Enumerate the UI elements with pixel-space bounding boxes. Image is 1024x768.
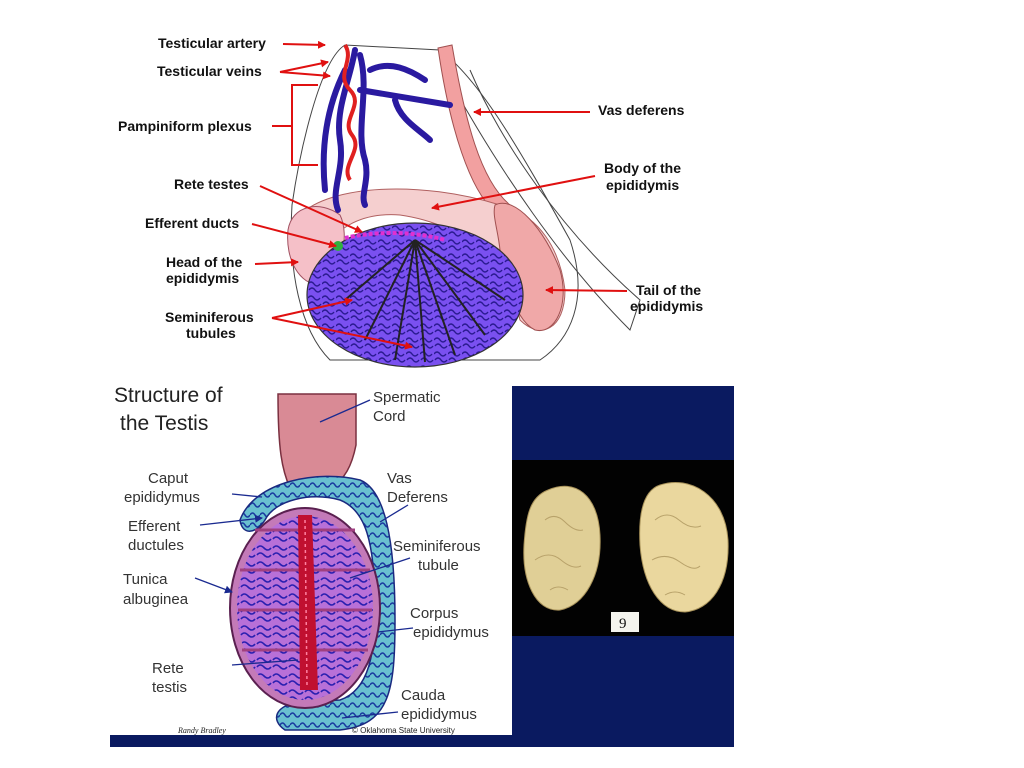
label-rete-line1: Rete (152, 660, 184, 677)
label-tail-epididymis-line1: Tail of the (636, 282, 701, 298)
pampiniform-veins (320, 47, 453, 213)
label-body-epididymis-line1: Body of the (604, 160, 681, 176)
label-rete-testes: Rete testes (174, 176, 249, 192)
label-efferent-line2: ductules (128, 537, 184, 554)
copyright-note: © Oklahoma State University (352, 726, 455, 735)
artist-signature: Randy Bradley (177, 726, 226, 735)
epididymis-tail (493, 202, 564, 331)
label-tunica-line2: albuginea (123, 591, 189, 608)
bottom-diagram: Structure of the Testis Spermatic Cord C… (110, 384, 734, 747)
label-tail-epididymis-line2: epididymis (630, 298, 703, 314)
tunica-outline-2 (454, 69, 641, 331)
label-vas-line1: Vas (387, 470, 412, 487)
label-cauda-line2: epididymus (401, 706, 477, 723)
left-testis-specimen (523, 485, 601, 611)
structure-title-line1: Structure of (114, 384, 223, 407)
label-corpus-line1: Corpus (410, 605, 458, 622)
seminiferous-tubules-mass (306, 222, 524, 368)
label-corpus-line2: epididymus (413, 624, 489, 641)
epididymis-band (239, 475, 396, 731)
label-spermatic-line1: Spermatic (373, 389, 441, 406)
label-body-epididymis-line2: epididymis (606, 177, 679, 193)
label-semi-line2: tubule (418, 557, 459, 574)
label-seminiferous-line1: Seminiferous (165, 309, 254, 325)
label-vas-deferens: Vas deferens (598, 102, 685, 118)
specimen-tag (611, 612, 639, 632)
pointer-arrows (251, 40, 628, 350)
specimen-tag-number: 9 (619, 616, 627, 632)
label-rete-line2: testis (152, 679, 187, 696)
label-tunica-line1: Tunica (123, 571, 168, 588)
septa (344, 239, 506, 363)
label-testicular-veins: Testicular veins (157, 63, 262, 79)
top-diagram: Testicular artery Testicular veins Pampi… (118, 35, 703, 368)
left-specimen-pattern (534, 516, 584, 591)
right-specimen-pattern (651, 514, 702, 596)
label-vas-line2: Deferens (387, 489, 448, 506)
spermatic-cord (277, 393, 357, 489)
label-seminiferous-line2: tubules (186, 325, 236, 341)
label-cauda-line1: Cauda (401, 687, 446, 704)
label-testicular-artery: Testicular artery (158, 35, 266, 51)
testicular-artery-coil (342, 43, 358, 182)
leader-lines (194, 399, 414, 719)
label-caput-line1: Caput (148, 470, 189, 487)
specimen-photo: 9 (512, 386, 734, 747)
label-head-epididymis-line2: epididymis (166, 270, 239, 286)
label-caput-line2: epididymus (124, 489, 200, 506)
rete-testis (298, 515, 318, 690)
right-testis-specimen (639, 481, 729, 613)
structure-title-line2: the Testis (120, 412, 208, 435)
label-efferent-ducts: Efferent ducts (145, 215, 239, 231)
label-pampiniform-plexus: Pampiniform plexus (118, 118, 252, 134)
label-head-epididymis-line1: Head of the (166, 254, 242, 270)
label-efferent-line1: Efferent (128, 518, 181, 535)
label-semi-line1: Seminiferous (393, 538, 481, 555)
label-spermatic-line2: Cord (373, 408, 406, 425)
rete-testes (344, 231, 446, 242)
